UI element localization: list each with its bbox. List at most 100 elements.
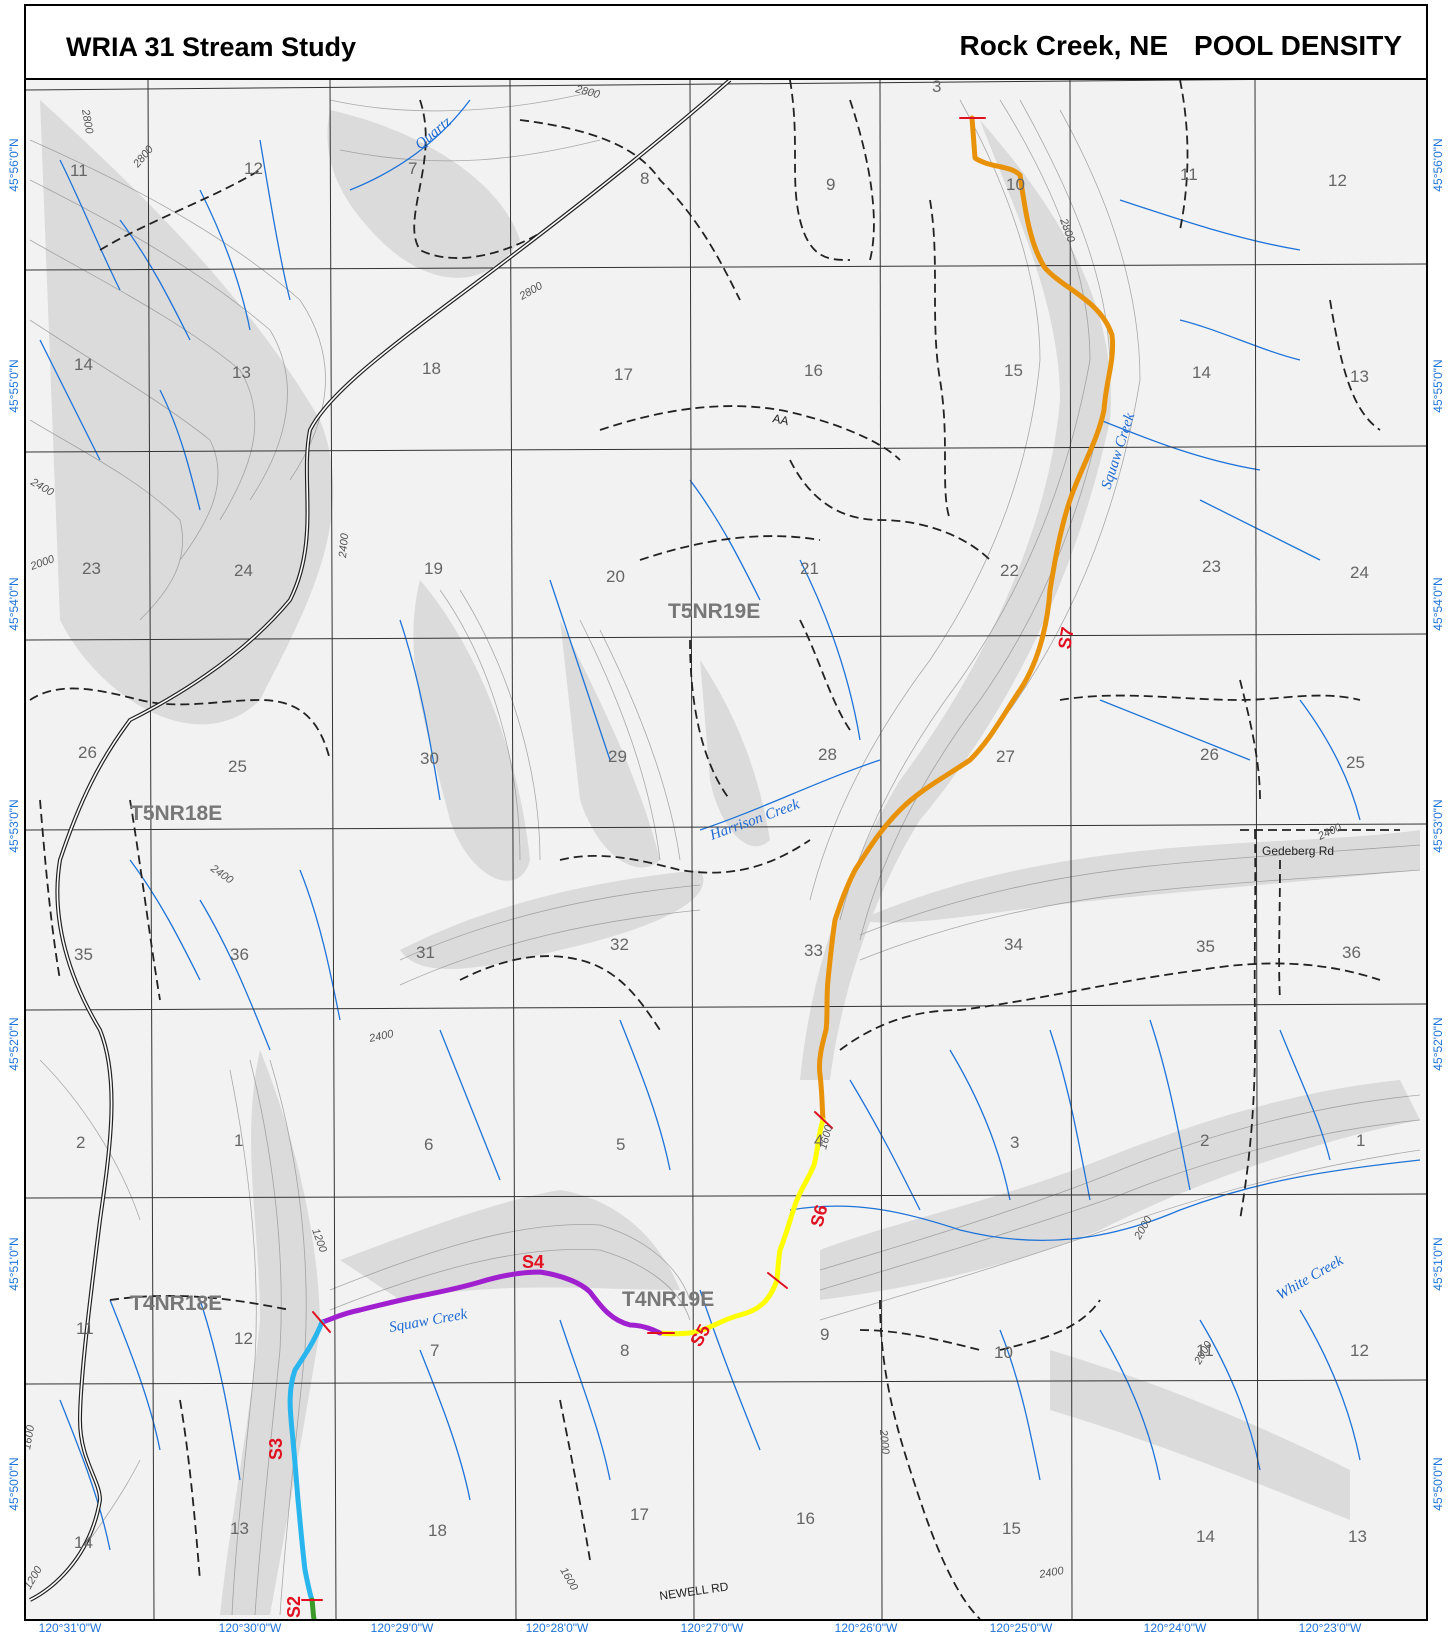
study-title: WRIA 31 Stream Study [66,32,357,62]
section-number: 19 [424,559,443,578]
section-number: 26 [1200,745,1219,764]
section-number: 1 [234,1131,243,1150]
latitude-label: 45°56'0"N [7,138,21,191]
section-number: 35 [1196,937,1215,956]
location-title: Rock Creek, NE [959,30,1169,61]
section-number: 35 [74,945,93,964]
section-number: 8 [640,169,649,188]
section-number: 13 [230,1519,249,1538]
section-number: 11 [70,161,88,180]
latitude-labels-right: 45°56'0"N 45°55'0"N 45°54'0"N 45°53'0"N … [1431,138,1445,1510]
stream-network [39,99,1421,1551]
section-number: 24 [234,561,253,580]
contour-lines [29,89,1421,1616]
latitude-label: 45°55'0"N [7,359,21,412]
section-number: 28 [818,745,837,764]
latitude-label: 45°52'0"N [7,1017,21,1070]
section-number: 1 [1356,1131,1365,1150]
section-number: 14 [74,1533,93,1552]
latitude-label: 45°51'0"N [1431,1237,1445,1290]
section-number: 36 [230,945,249,964]
section-number: 8 [620,1341,629,1360]
section-number: 23 [1202,557,1221,576]
section-number: 32 [610,935,629,954]
latitude-label: 45°51'0"N [7,1237,21,1290]
section-number: 9 [826,175,835,194]
section-number: 14 [1192,363,1211,382]
section-number: 13 [232,363,251,382]
survey-segments [287,115,1116,1619]
section-number: 17 [630,1505,649,1524]
section-number: 6 [424,1135,433,1154]
section-number: 25 [228,757,247,776]
contour-label: 2400 [367,1028,395,1045]
longitude-label: 120°27'0"W [681,1621,744,1635]
latitude-label: 45°54'0"N [7,577,21,630]
section-number: 7 [430,1341,439,1360]
section-number: 12 [234,1329,253,1348]
township-label-t4nr19e: T4NR19E [622,1288,714,1311]
section-number: 2 [76,1133,85,1152]
latitude-label: 45°53'0"N [1431,799,1445,852]
road-label-gedeberg: Gedeberg Rd [1262,844,1334,858]
section-number: 30 [420,749,439,768]
section-number: 24 [1350,563,1369,582]
section-number: 36 [1342,943,1361,962]
section-number: 15 [1002,1519,1021,1538]
section-number: 33 [804,941,823,960]
section-number: 31 [416,943,435,962]
segment-label-s7: S7 [1054,626,1078,651]
township-label-t5nr19e: T5NR19E [668,600,760,623]
section-number: 17 [614,365,633,384]
section-number: 11 [1180,165,1198,184]
township-label-t4nr18e: T4NR18E [130,1292,222,1315]
section-number: 23 [82,559,101,578]
section-number: 14 [1196,1527,1215,1546]
latitude-label: 45°55'0"N [1431,359,1445,412]
section-number: 15 [1004,361,1023,380]
contour-label: 2400 [337,532,351,559]
road-network [29,80,1400,1619]
section-number: 10 [994,1343,1013,1362]
latitude-labels-left: 45°56'0"N 45°55'0"N 45°54'0"N 45°53'0"N … [7,138,21,1510]
contour-label: 1600 [21,1423,37,1450]
segment-label-s2: S2 [284,1596,304,1618]
section-number: 9 [820,1325,829,1344]
section-number: 34 [1004,935,1023,954]
section-number: 16 [804,361,823,380]
segment-s7-line [817,115,1116,1123]
section-number: 29 [608,747,627,766]
section-number: 22 [1000,561,1019,580]
segment-s6-line [774,1117,826,1283]
section-number: 20 [606,567,625,586]
segment-s4-line [319,1269,663,1336]
segment-label-s4: S4 [522,1252,544,1272]
section-number: 13 [1348,1527,1367,1546]
section-number: 21 [800,559,819,578]
segment-label-s3: S3 [266,1438,286,1460]
contour-label: 2400 [1037,1565,1065,1581]
section-number: 27 [996,747,1015,766]
section-number: 25 [1346,753,1365,772]
latitude-label: 45°52'0"N [1431,1017,1445,1070]
latitude-label: 45°56'0"N [1431,138,1445,191]
metric-title: POOL DENSITY [1194,30,1402,61]
section-number: 12 [1350,1341,1369,1360]
section-number: 11 [76,1319,94,1338]
section-number: 12 [1328,171,1347,190]
longitude-label: 120°31'0"W [39,1621,102,1635]
section-number: 5 [616,1135,625,1154]
contour-label: 2800 [79,107,95,135]
road-label-aa: AA [771,411,790,428]
section-number: 2 [1200,1131,1209,1150]
latitude-label: 45°53'0"N [7,799,21,852]
map-header: WRIA 31 Stream Study Rock Creek, NE POOL … [24,4,1428,80]
section-number: 18 [422,359,441,378]
section-number: 18 [428,1521,447,1540]
highway [29,80,732,1602]
section-number: 26 [78,743,97,762]
contour-label: 2000 [877,1428,891,1455]
latitude-label: 45°50'0"N [1431,1457,1445,1510]
map-subtitle: Rock Creek, NE POOL DENSITY [959,30,1402,62]
